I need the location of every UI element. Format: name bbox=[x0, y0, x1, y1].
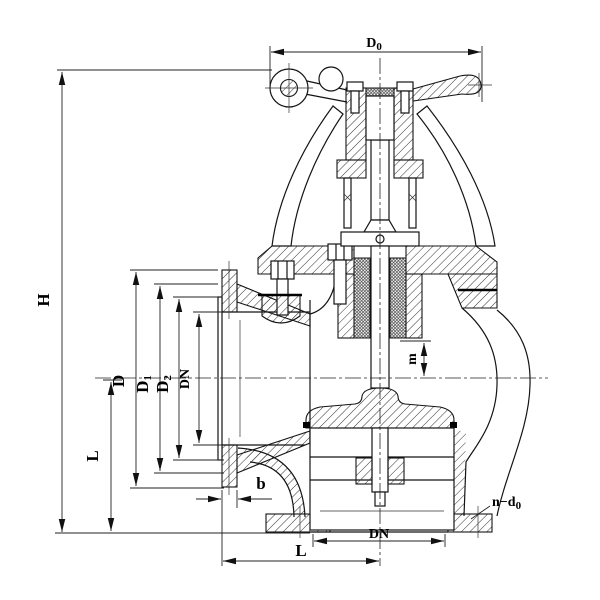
packing-right bbox=[389, 257, 407, 339]
seal-ring-right bbox=[450, 422, 457, 428]
hub-bolt-left bbox=[346, 81, 364, 92]
dim-H: H bbox=[34, 69, 310, 534]
dim-label-H: H bbox=[34, 293, 53, 306]
hub-bolt-right bbox=[396, 81, 414, 92]
disc-nut-left bbox=[355, 457, 373, 485]
bonnet-bolts bbox=[258, 243, 353, 324]
packing-left bbox=[353, 257, 371, 339]
dim-label-m: m bbox=[405, 353, 420, 365]
dim-L-bottom: L bbox=[223, 541, 379, 565]
dim-label-D: D bbox=[109, 375, 128, 387]
dim-label-n-d0: n−d0 bbox=[492, 495, 522, 512]
handwheel-knob bbox=[318, 66, 344, 92]
disc-nut-right bbox=[387, 457, 405, 485]
valve-disc bbox=[303, 387, 457, 531]
handwheel-spoke-right bbox=[412, 74, 482, 102]
dim-label-L-bottom: L bbox=[295, 541, 306, 560]
dim-D0: D0 bbox=[269, 36, 483, 102]
dim-label-DN-side: DN bbox=[178, 369, 193, 389]
dim-label-D2: D2 bbox=[153, 375, 174, 393]
dim-label-D0: D0 bbox=[366, 36, 382, 53]
yoke-arms bbox=[271, 105, 496, 247]
dim-label-D1: D1 bbox=[133, 375, 154, 393]
dim-D2: D2 bbox=[153, 296, 224, 461]
seal-ring-left bbox=[303, 422, 310, 428]
body-outlet-bend bbox=[237, 447, 446, 518]
dim-b: b bbox=[196, 474, 272, 566]
dim-D1: D1 bbox=[133, 283, 224, 474]
guide-rod-left bbox=[343, 177, 352, 229]
dimensions: H D0 D D1 D2 bbox=[34, 36, 522, 566]
dim-DN-side: DN bbox=[178, 311, 222, 446]
dim-DN-bottom: DN bbox=[312, 527, 446, 547]
guide-rod-right bbox=[408, 177, 417, 229]
dim-label-b: b bbox=[256, 474, 265, 493]
centerlines bbox=[95, 58, 548, 566]
handwheel bbox=[265, 63, 492, 113]
body-right-wall bbox=[450, 307, 531, 517]
dim-label-DN-bottom: DN bbox=[369, 527, 389, 542]
dim-label-L-side: L bbox=[83, 450, 102, 461]
dim-n-d0: n−d0 bbox=[470, 495, 522, 520]
dim-m: m bbox=[400, 340, 431, 376]
dim-L-side: L bbox=[83, 379, 122, 531]
